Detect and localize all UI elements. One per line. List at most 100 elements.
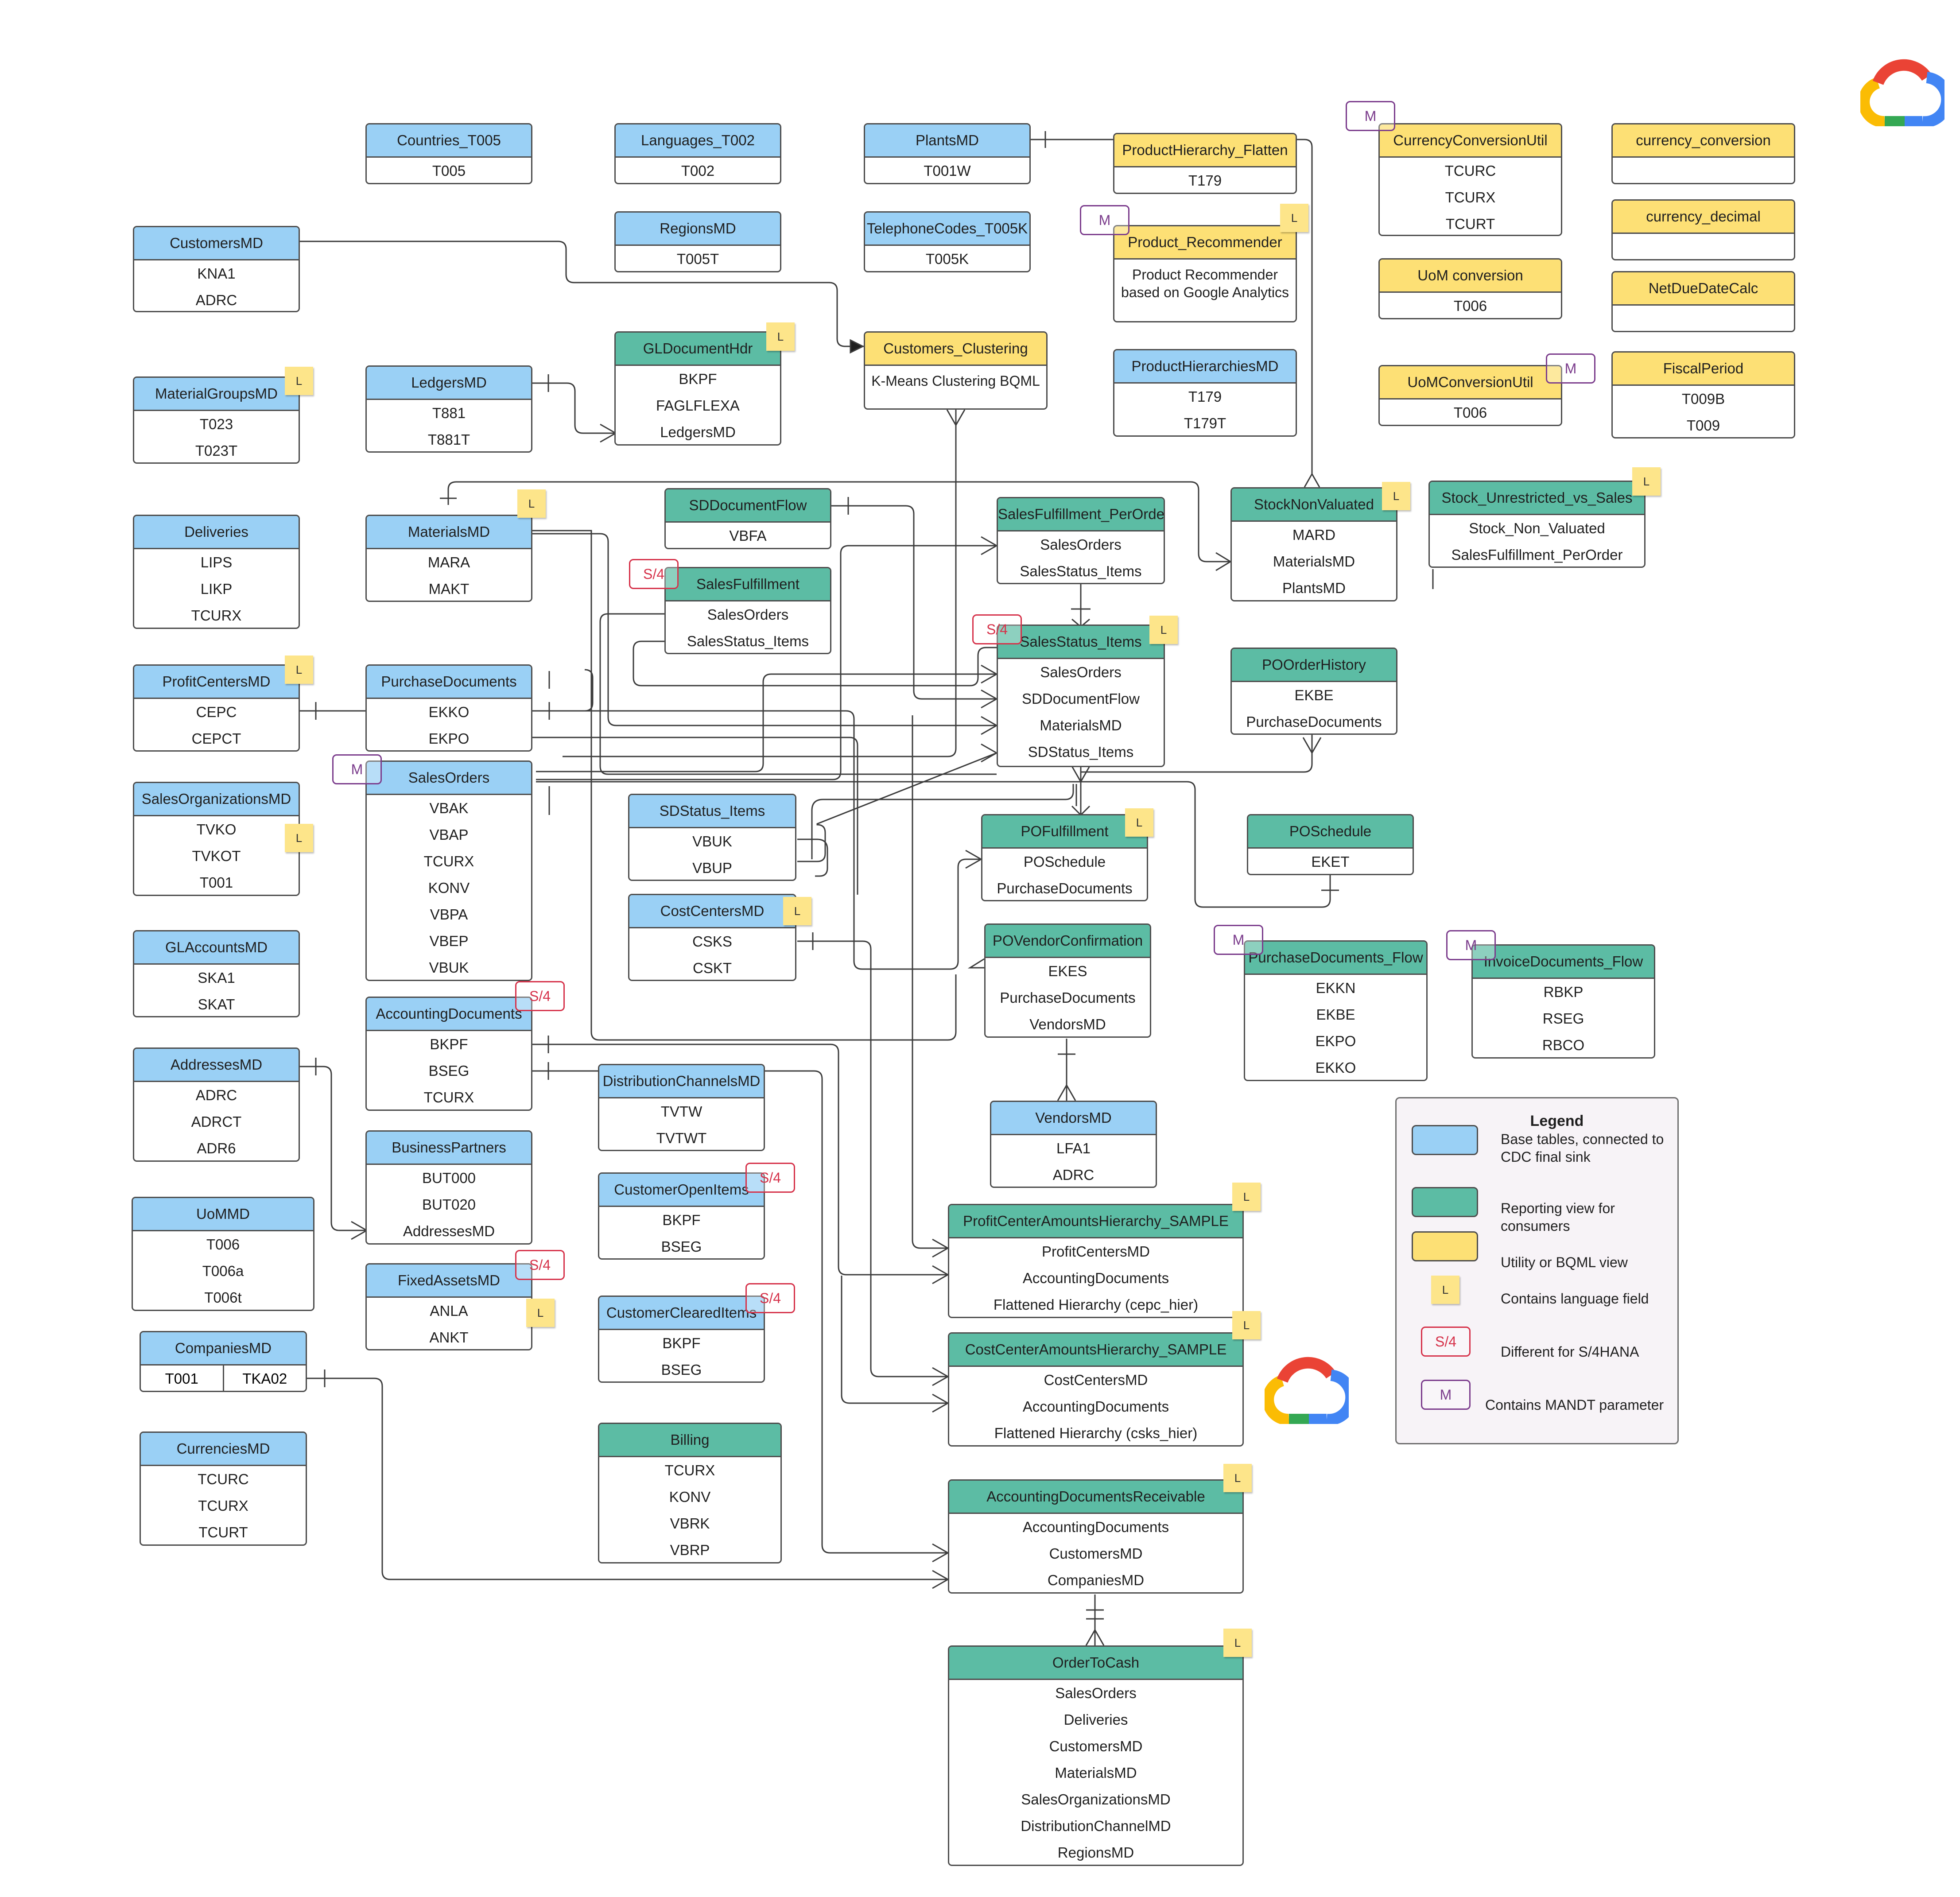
table-row: MaterialsMD <box>1040 717 1122 733</box>
table-row: SKAT <box>198 996 235 1013</box>
table-title: ProfitCenterAmountsHierarchy_SAMPLE <box>949 1205 1242 1238</box>
table-row: CEPC <box>196 704 237 720</box>
table-row: T005T <box>676 251 719 267</box>
table-title: SalesOrganizationsMD <box>134 783 299 816</box>
table-row: PurchaseDocuments <box>1246 714 1382 730</box>
table-title: SalesOrders <box>367 762 531 795</box>
mandt-tag: M <box>1546 353 1595 384</box>
table-currency-conversion[interactable]: currency_conversion <box>1611 123 1795 184</box>
table-net-due-date-calc[interactable]: NetDueDateCalc <box>1611 271 1795 332</box>
table-row: TVKOT <box>192 848 241 864</box>
table-row: KONV <box>428 880 470 896</box>
table-row: EKPO <box>1315 1033 1356 1049</box>
table-title: Countries_T005 <box>367 124 531 158</box>
legend: Legend Base tables, connected to CDC fin… <box>1395 1097 1679 1444</box>
table-description: K-Means Clustering BQML <box>871 373 1040 389</box>
legend-label-util: Utility or BQML view <box>1501 1254 1628 1270</box>
legend-swatch-report <box>1412 1187 1478 1217</box>
table-title: POOrderHistory <box>1232 649 1396 682</box>
table-row: EKKO <box>1315 1059 1356 1076</box>
table-row: BKPF <box>662 1212 701 1228</box>
table-row: T002 <box>681 163 715 179</box>
table-row: SalesStatus_Items <box>687 633 809 649</box>
s4hana-tag: S/4 <box>629 559 679 589</box>
table-currency-decimal[interactable]: currency_decimal <box>1611 199 1795 260</box>
table-row: ADRC <box>195 292 237 308</box>
table-row: BKPF <box>679 371 717 387</box>
table-row: FAGLFLEXA <box>656 397 740 414</box>
table-row: CSKT <box>692 960 732 976</box>
table-row: EKKN <box>1316 980 1356 996</box>
table-title: CustomerOpenItems <box>599 1174 764 1207</box>
google-cloud-logo-icon <box>1265 1357 1349 1424</box>
table-title: PurchaseDocuments_Flow <box>1245 942 1426 975</box>
legend-mandt-tag: M <box>1421 1380 1471 1410</box>
table-title: AccountingDocumentsReceivable <box>949 1481 1242 1514</box>
table-row: SalesOrders <box>1055 1685 1137 1701</box>
table-row: CostCentersMD <box>1044 1372 1148 1388</box>
table-title: SalesStatus_Items <box>998 626 1164 659</box>
table-row: MARD <box>1292 527 1336 543</box>
table-row: SalesStatus_Items <box>1020 563 1142 579</box>
table-row: T006a <box>202 1263 244 1279</box>
language-note: L <box>1382 482 1410 510</box>
table-row: T005K <box>925 251 969 267</box>
